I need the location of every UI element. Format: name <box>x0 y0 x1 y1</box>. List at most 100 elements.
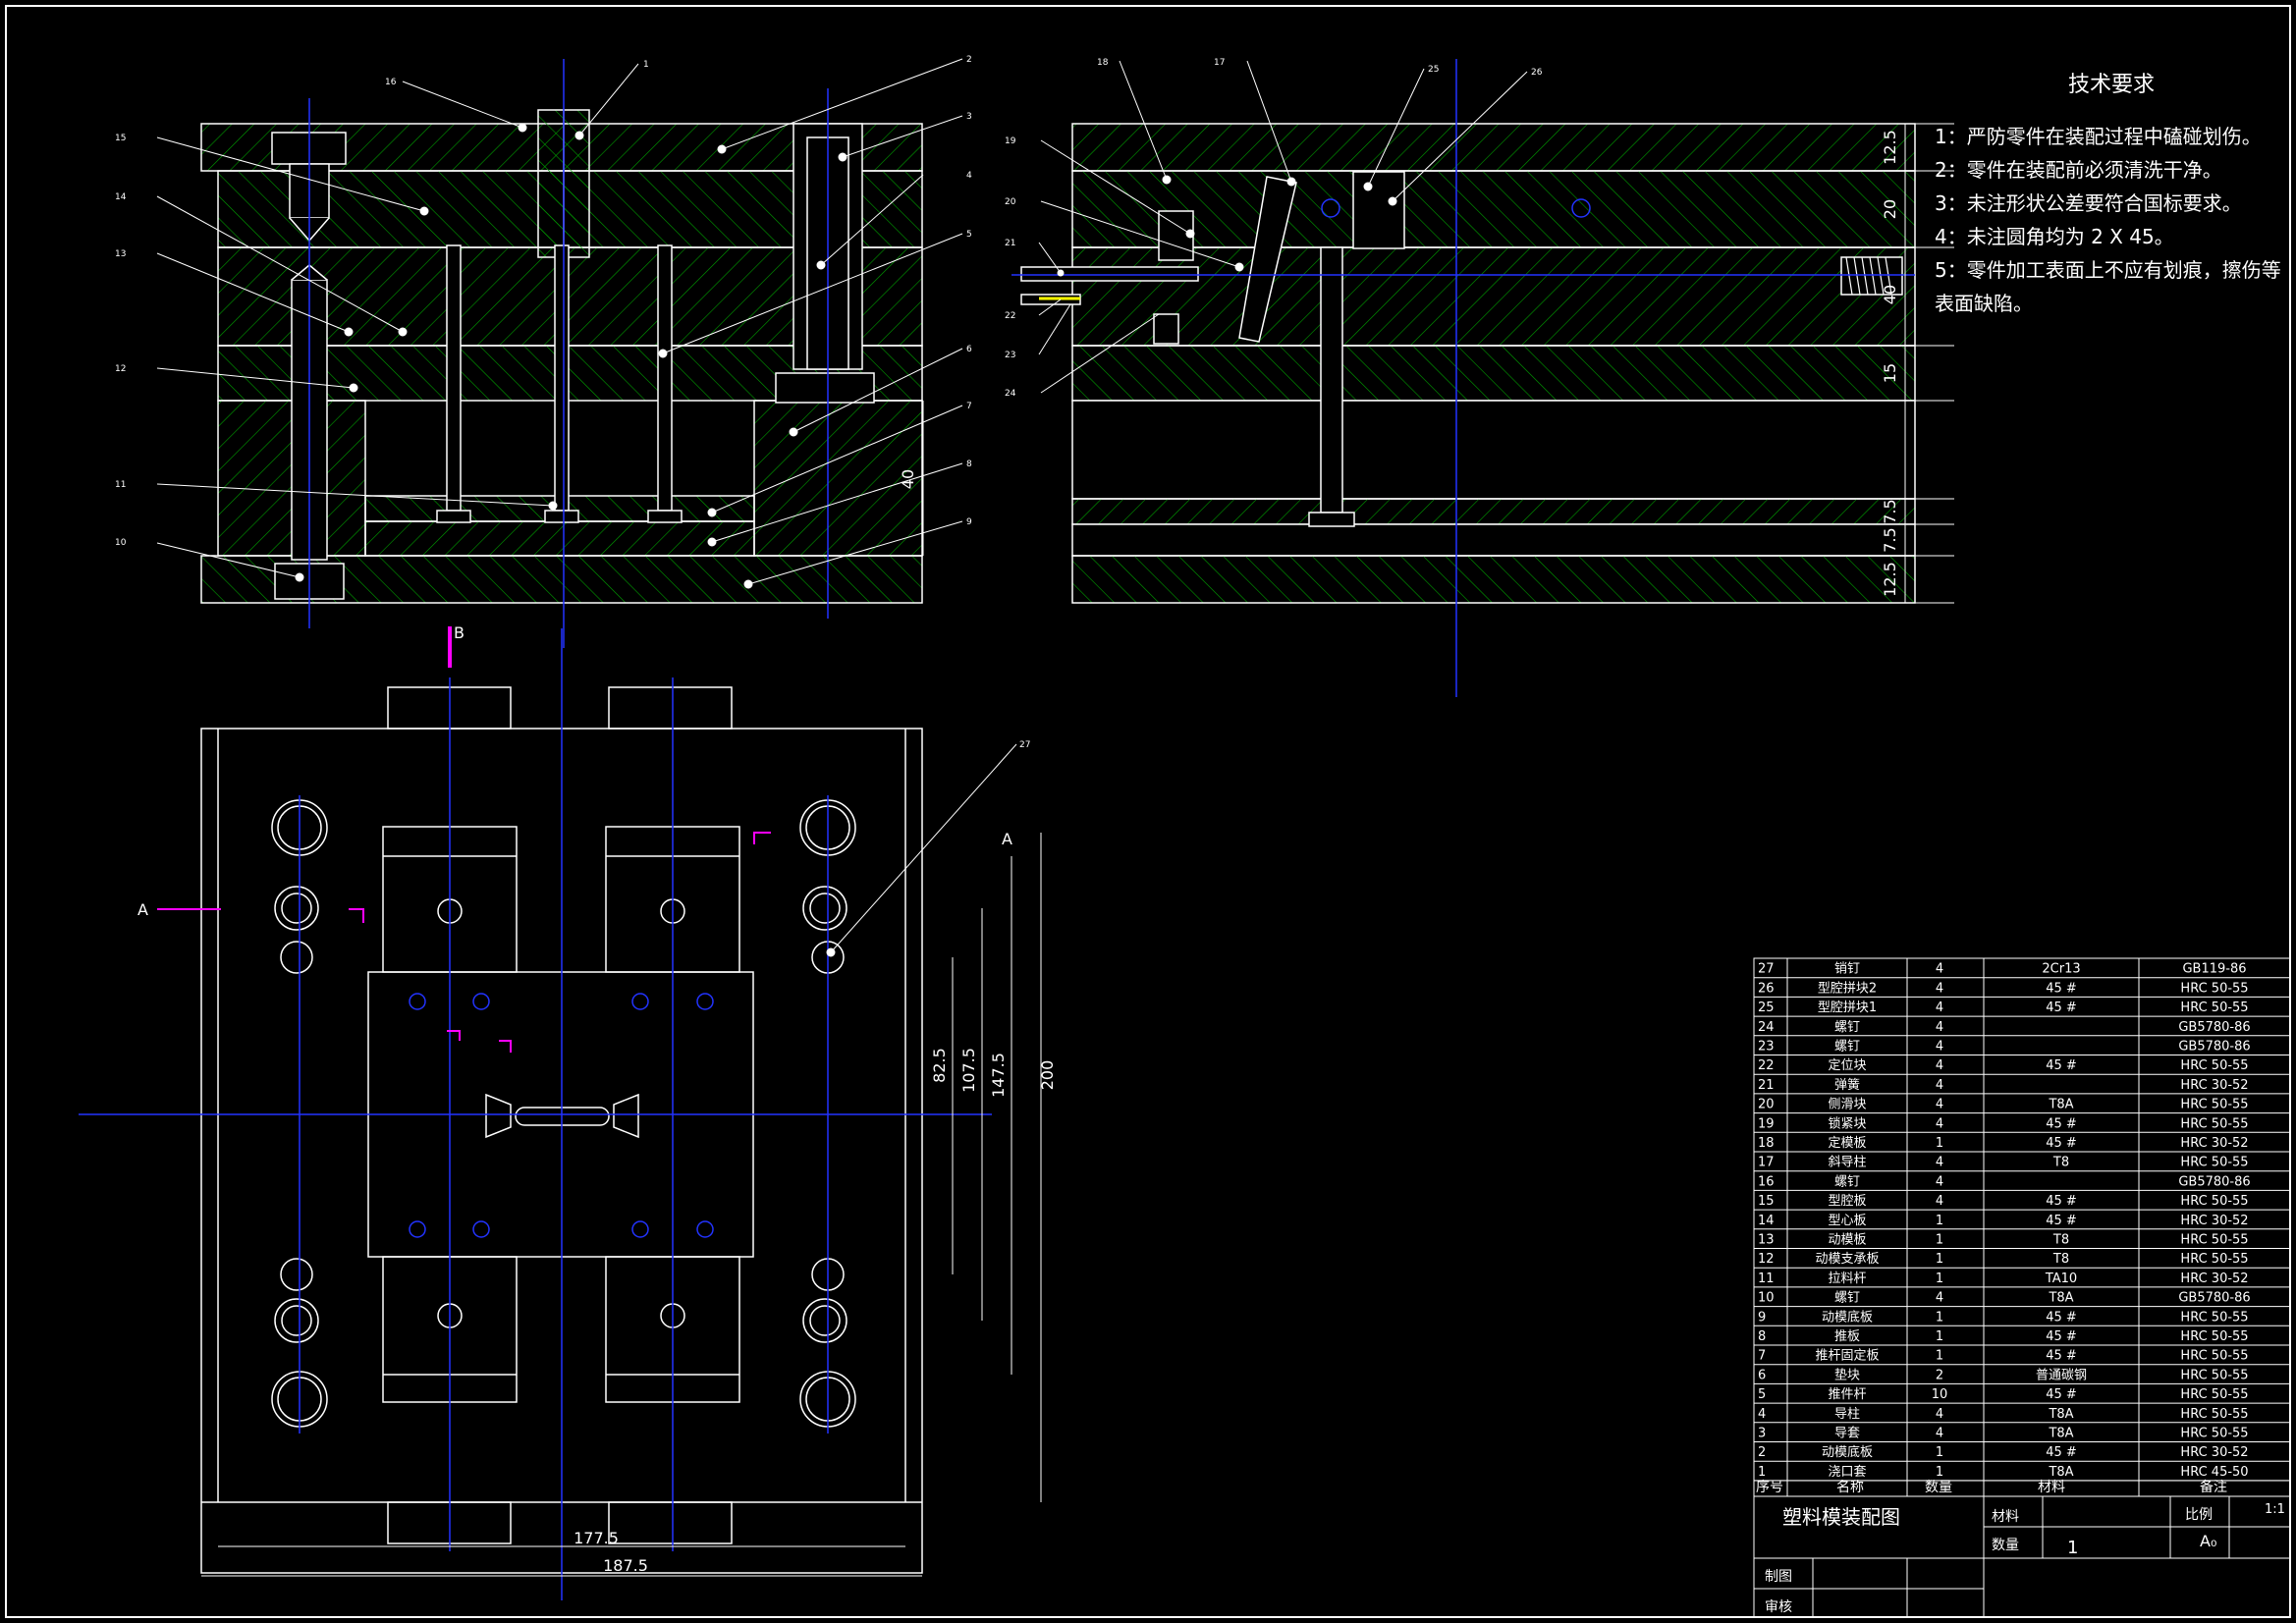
material-label: 材料 <box>1992 1509 2019 1525</box>
table-cell-remark: HRC 50-55 <box>2180 1310 2248 1325</box>
table-cell-material: 45 # <box>2046 1349 2077 1364</box>
balloon-15: 15 <box>115 134 126 143</box>
table-cell-name: 动模底板 <box>1822 1309 1873 1325</box>
left-view-centerlines <box>308 59 829 648</box>
table-cell-remark: HRC 50-55 <box>2180 1116 2248 1131</box>
table-cell-material: T8 <box>2052 1156 2069 1170</box>
table-cell-qty: 4 <box>1936 1156 1943 1170</box>
table-cell-name: 螺钉 <box>1834 1040 1860 1055</box>
balloon-26: 26 <box>1531 68 1543 78</box>
balloon-19: 19 <box>1005 136 1016 146</box>
balloon-16: 16 <box>385 78 397 87</box>
table-cell-name: 型腔板 <box>1828 1194 1866 1209</box>
table-cell-qty: 4 <box>1936 1040 1943 1055</box>
table-cell-qty: 4 <box>1936 1098 1943 1112</box>
table-cell-material: 45 # <box>2046 1329 2077 1344</box>
table-cell-name: 弹簧 <box>1834 1077 1860 1093</box>
table-cell-material: 45 # <box>2046 1136 2077 1151</box>
section-label-a-right: A <box>1002 830 1012 848</box>
table-cell-qty: 4 <box>1936 981 1943 996</box>
table-cell-qty: 1 <box>1936 1233 1943 1248</box>
table-cell-qty: 1 <box>1936 1252 1943 1267</box>
balloon-1: 1 <box>643 60 649 70</box>
table-cell-qty: 1 <box>1936 1214 1943 1228</box>
balloon-13: 13 <box>115 249 126 259</box>
balloon-3: 3 <box>966 112 972 122</box>
table-cell-name: 型心板 <box>1828 1214 1866 1228</box>
tech-item-4: 4：未注圆角均为 2 X 45。 <box>1935 225 2174 248</box>
table-cell-remark: HRC 50-55 <box>2180 1194 2248 1209</box>
tech-item-5: 5：零件加工表面上不应有划痕，擦伤等表面缺陷。 <box>1935 258 2281 315</box>
table-cell-material: TA10 <box>2045 1271 2077 1286</box>
table-cell-qty: 1 <box>1936 1271 1943 1286</box>
tech-item-3: 3：未注形状公差要符合国标要求。 <box>1935 191 2242 215</box>
table-cell-qty: 4 <box>1936 1058 1943 1073</box>
table-cell-material: 45 # <box>2046 981 2077 996</box>
table-cell-name: 导套 <box>1834 1426 1860 1441</box>
balloon-17: 17 <box>1214 58 1225 68</box>
dim-right-3: 15 <box>1881 363 1899 383</box>
checked-label: 审核 <box>1765 1599 1792 1615</box>
table-cell-qty: 4 <box>1936 1001 1943 1015</box>
table-cell-name: 拉料杆 <box>1828 1271 1866 1286</box>
table-cell-name: 螺钉 <box>1834 1291 1860 1306</box>
table-cell-name: 型腔拼块2 <box>1818 981 1877 996</box>
balloon-25: 25 <box>1428 65 1439 75</box>
tech-item-1: 1：严防零件在装配过程中磕碰划伤。 <box>1935 125 2262 148</box>
dim-plan-2: 147.5 <box>989 1053 1008 1098</box>
table-cell-material: T8 <box>2052 1252 2069 1267</box>
balloon-10: 10 <box>115 538 127 548</box>
drawn-label: 制图 <box>1765 1569 1792 1585</box>
table-cell-no: 8 <box>1758 1329 1766 1344</box>
table-cell-material: 普通碳钢 <box>2036 1368 2087 1382</box>
dim-right-1: 20 <box>1881 199 1899 219</box>
table-cell-material: T8A <box>2048 1291 2073 1306</box>
table-cell-material: T8A <box>2048 1465 2073 1480</box>
qty-label: 数量 <box>1992 1538 2019 1553</box>
balloon-8: 8 <box>966 460 972 469</box>
balloon-11: 11 <box>115 480 126 490</box>
table-cell-no: 23 <box>1758 1040 1775 1055</box>
table-cell-material: T8A <box>2048 1098 2073 1112</box>
table-cell-qty: 1 <box>1936 1329 1943 1344</box>
parts-table-header: 序号 名称 数量 材料 备注 <box>1756 1479 2227 1495</box>
balloon-7: 7 <box>966 402 972 411</box>
dim-left-0: 40 <box>899 469 917 489</box>
table-cell-no: 10 <box>1758 1291 1775 1306</box>
table-cell-name: 定模板 <box>1828 1136 1866 1151</box>
right-dimension-lines <box>1904 123 1954 604</box>
table-cell-no: 22 <box>1758 1058 1775 1073</box>
table-cell-qty: 4 <box>1936 1020 1943 1035</box>
section-label-texts: B A A <box>137 623 1012 919</box>
plan-centerlines <box>79 628 992 1600</box>
table-cell-no: 3 <box>1758 1427 1766 1441</box>
table-cell-remark: HRC 30-52 <box>2180 1214 2248 1228</box>
table-cell-remark: GB119-86 <box>2182 962 2246 977</box>
table-cell-name: 推件杆 <box>1828 1387 1866 1402</box>
balloon-leaders <box>156 58 1528 957</box>
tech-requirements-title: 技术要求 <box>2067 73 2155 97</box>
table-cell-no: 7 <box>1758 1349 1766 1364</box>
qty-value: 1 <box>2067 1538 2078 1558</box>
table-cell-no: 15 <box>1758 1194 1775 1209</box>
table-cell-no: 2 <box>1758 1445 1766 1460</box>
header-no: 序号 <box>1756 1480 1783 1495</box>
table-cell-no: 11 <box>1758 1271 1775 1286</box>
balloon-22: 22 <box>1005 311 1015 321</box>
table-cell-no: 14 <box>1758 1214 1775 1228</box>
drawing-border <box>5 5 2291 1618</box>
table-cell-remark: GB5780-86 <box>2178 1020 2250 1035</box>
table-cell-remark: HRC 30-52 <box>2180 1136 2248 1151</box>
table-cell-material: T8A <box>2048 1427 2073 1441</box>
table-cell-no: 17 <box>1758 1156 1775 1170</box>
table-cell-remark: HRC 50-55 <box>2180 1001 2248 1015</box>
table-cell-qty: 1 <box>1936 1136 1943 1151</box>
table-cell-remark: GB5780-86 <box>2178 1174 2250 1189</box>
table-cell-remark: GB5780-86 <box>2178 1291 2250 1306</box>
dim-plan-3: 200 <box>1038 1060 1057 1091</box>
dim-plan-0: 82.5 <box>930 1048 949 1083</box>
table-cell-name: 垫块 <box>1834 1367 1860 1382</box>
table-cell-material: 45 # <box>2046 1001 2077 1015</box>
table-cell-remark: HRC 50-55 <box>2180 1387 2248 1402</box>
